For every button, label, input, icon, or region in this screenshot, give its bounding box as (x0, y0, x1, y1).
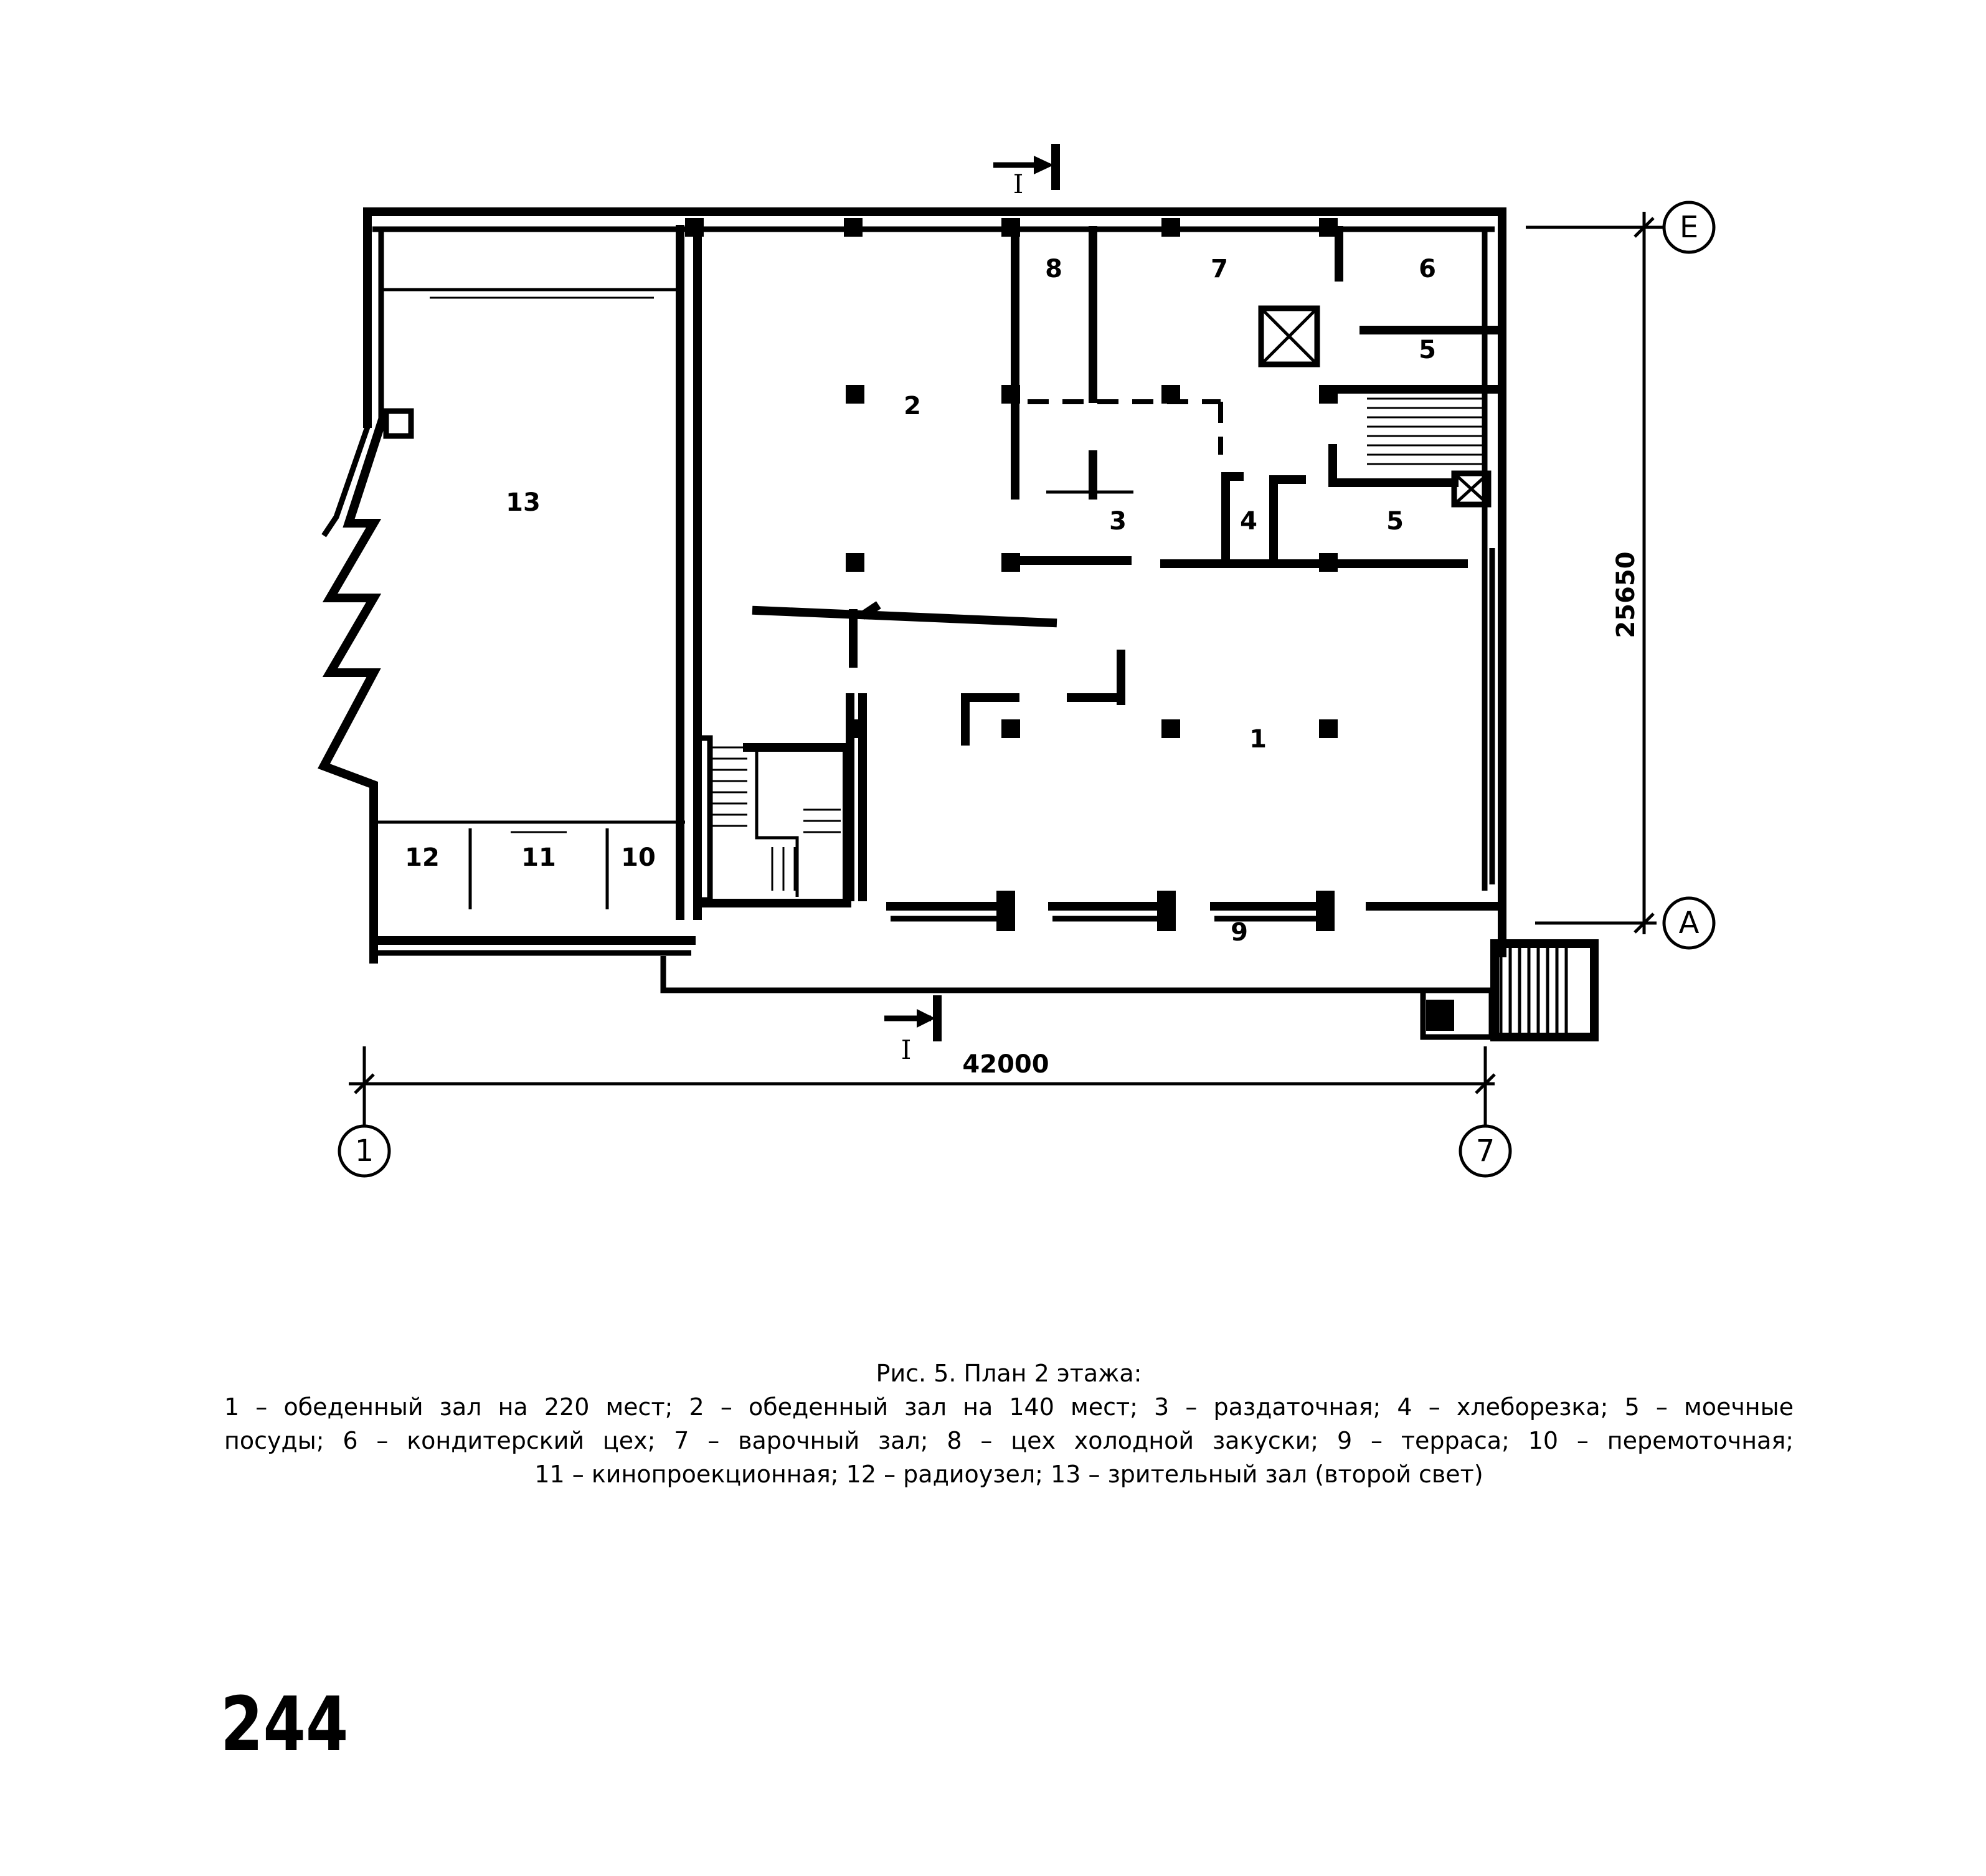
room-label-4: 4 (1240, 507, 1257, 536)
room-label-3: 3 (1109, 507, 1127, 536)
page-number: 244 (220, 1682, 349, 1768)
room-label-11: 11 (521, 843, 556, 872)
room-labels: 1 2 3 4 5 5 6 7 8 9 10 11 12 13 (405, 255, 1436, 947)
axis-1-bubble (338, 1124, 391, 1178)
axis-a-label: A (1679, 906, 1700, 940)
grid-axes: E A 1 7 (338, 201, 1716, 1178)
room-label-8: 8 (1045, 255, 1062, 283)
dimension-depth: 25650 (1526, 212, 1657, 934)
width-dimension-text: 42000 (962, 1050, 1049, 1079)
caption-legend-line-2: посуды; 6 – кондитерский цех; 7 – варочн… (224, 1427, 1794, 1454)
room-label-2: 2 (904, 392, 921, 420)
room-label-9: 9 (1231, 918, 1248, 947)
dimension-width: 42000 (349, 1046, 1496, 1109)
room-label-7: 7 (1211, 255, 1228, 283)
room-label-1: 1 (1249, 725, 1267, 754)
interior-walls (468, 226, 1499, 909)
section-label-bottom: I (901, 1035, 912, 1065)
axis-e-label: E (1680, 210, 1698, 245)
figure-caption: Рис. 5. План 2 этажа: 1 – обеденный зал … (224, 1357, 1794, 1491)
axis-e-bubble (1662, 201, 1716, 254)
stairs (383, 397, 1599, 1041)
axis-7-label: 7 (1476, 1134, 1495, 1168)
room-label-12: 12 (405, 843, 440, 872)
depth-dimension-text: 25650 (1612, 551, 1640, 638)
room-label-6: 6 (1419, 255, 1436, 283)
axis-7-bubble (1459, 1124, 1512, 1178)
caption-title: Рис. 5. План 2 этажа: (876, 1360, 1142, 1387)
room-label-13: 13 (506, 488, 541, 517)
room-label-5b: 5 (1386, 507, 1404, 536)
section-mark-bottom: I (884, 995, 942, 1065)
section-label-top: I (1013, 169, 1024, 199)
axis-1-label: 1 (355, 1134, 374, 1168)
caption-legend-line-1: 1 – обеденный зал на 220 мест; 2 – обеде… (224, 1393, 1794, 1421)
room-label-10: 10 (621, 843, 656, 872)
outer-walls (318, 207, 1506, 993)
columns (685, 218, 1338, 931)
section-mark-top: I (993, 144, 1060, 199)
room-label-5a: 5 (1419, 336, 1436, 364)
caption-legend-line-3: 11 – кинопроекционная; 12 – радиоузел; 1… (534, 1461, 1483, 1488)
lift-shafts (1258, 305, 1492, 508)
axis-a-bubble (1662, 896, 1716, 950)
